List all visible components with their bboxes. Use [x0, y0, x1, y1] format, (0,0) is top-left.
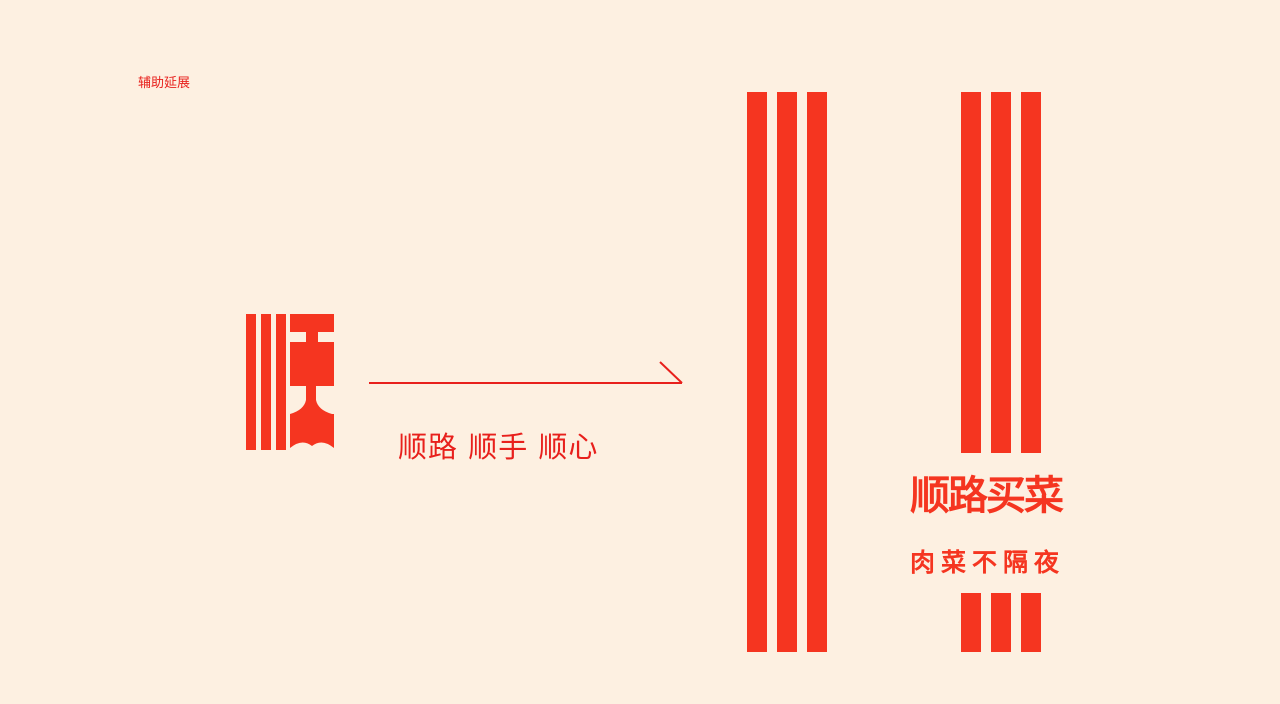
stripe-bar [747, 92, 767, 652]
stripe-bar [991, 92, 1011, 453]
stripe-bar [991, 593, 1011, 652]
stripe-bar [961, 593, 981, 652]
stripe-bar [1021, 593, 1041, 652]
stripe-bar [961, 92, 981, 453]
stripe-bar [807, 92, 827, 652]
stripe-bar [777, 92, 797, 652]
logo-subtitle: 肉菜不隔夜 [910, 548, 1066, 577]
slogan-text: 顺路 顺手 顺心 [398, 430, 599, 464]
shun-character-mark [246, 314, 334, 450]
arrow-icon [369, 361, 683, 384]
logo-title: 顺路买菜 [910, 473, 1064, 519]
section-label: 辅助延展 [138, 76, 191, 91]
stripe-bar [1021, 92, 1041, 453]
